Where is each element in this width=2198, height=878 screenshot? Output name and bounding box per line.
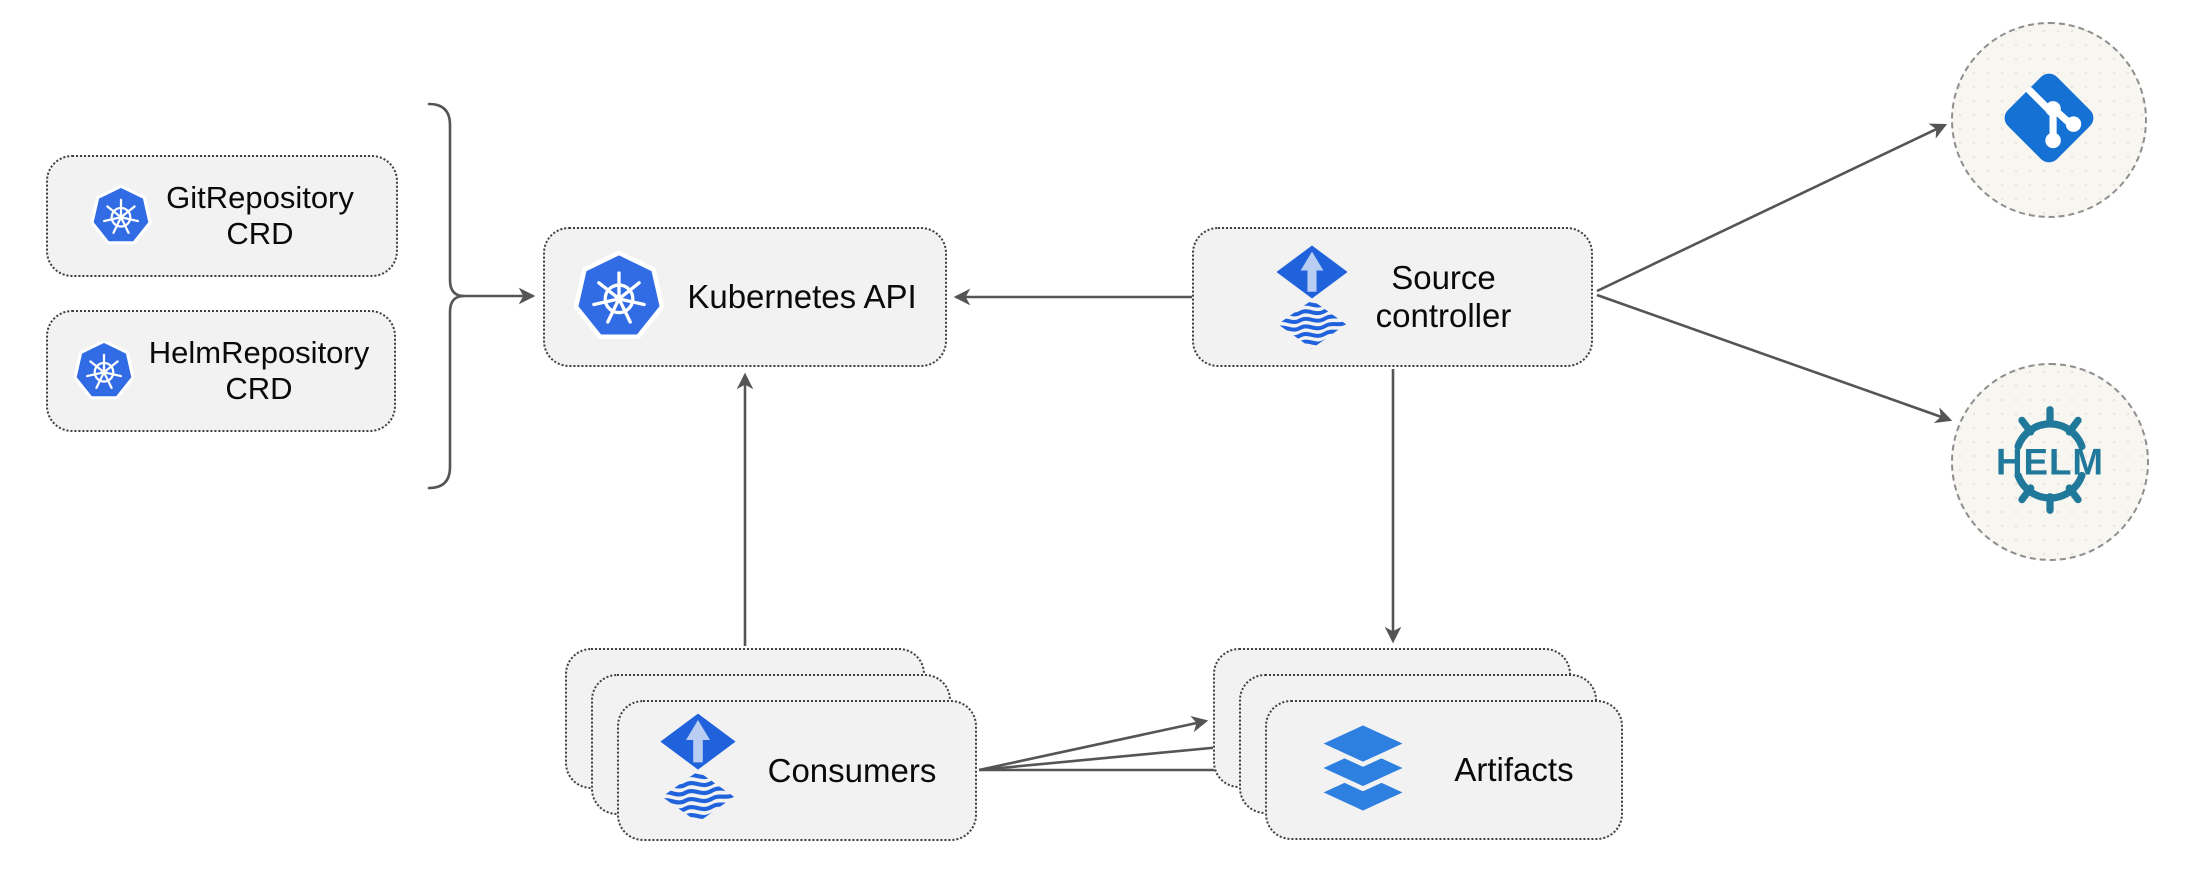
helm-logo-text: HELM (1996, 441, 2104, 482)
node-kubernetes-api: Kubernetes API (543, 227, 947, 367)
node-label: GitRepository CRD (166, 180, 354, 251)
consumers-stack: Consumers (565, 648, 977, 841)
node-label: Source controller (1376, 259, 1512, 335)
node-label-line1: HelmRepository (148, 335, 370, 371)
artifacts-stack: Artifacts (1213, 648, 1623, 840)
node-label-line2: CRD (225, 371, 293, 406)
node-helmrepository-crd: HelmRepository CRD (46, 310, 396, 432)
edge-consumers-to-artifacts-1 (978, 715, 1209, 772)
node-label: Consumers (767, 751, 937, 789)
node-label: Kubernetes API (687, 278, 917, 316)
edge-consumers-to-artifacts-2 (978, 739, 1235, 772)
kubernetes-icon (73, 340, 135, 402)
node-label: Artifacts (1454, 751, 1574, 789)
node-artifacts: Artifacts (1265, 700, 1623, 840)
node-gitrepository-crd: GitRepository CRD (46, 155, 398, 277)
flux-icon (658, 712, 738, 829)
kubernetes-icon (573, 251, 665, 343)
node-git-repository (1951, 22, 2147, 218)
edge-source-controller-to-git (1596, 123, 1948, 293)
node-consumers: Consumers (617, 700, 977, 841)
git-icon (1998, 67, 2100, 174)
node-label-line1: Source (1391, 259, 1496, 297)
node-helm-repository: HELM (1951, 363, 2149, 561)
node-source-controller: Source controller (1192, 227, 1593, 367)
layers-icon (1314, 720, 1412, 820)
node-label-line2: CRD (226, 216, 294, 251)
node-label-line1: GitRepository (166, 180, 354, 216)
node-label-line2: controller (1375, 297, 1512, 334)
kubernetes-icon (90, 185, 152, 247)
helm-icon: HELM (1992, 402, 2108, 523)
crd-bracket (427, 102, 466, 490)
node-label: HelmRepository CRD (149, 335, 370, 406)
flux-icon (1274, 244, 1350, 350)
edge-source-controller-to-helm (1596, 293, 1953, 424)
